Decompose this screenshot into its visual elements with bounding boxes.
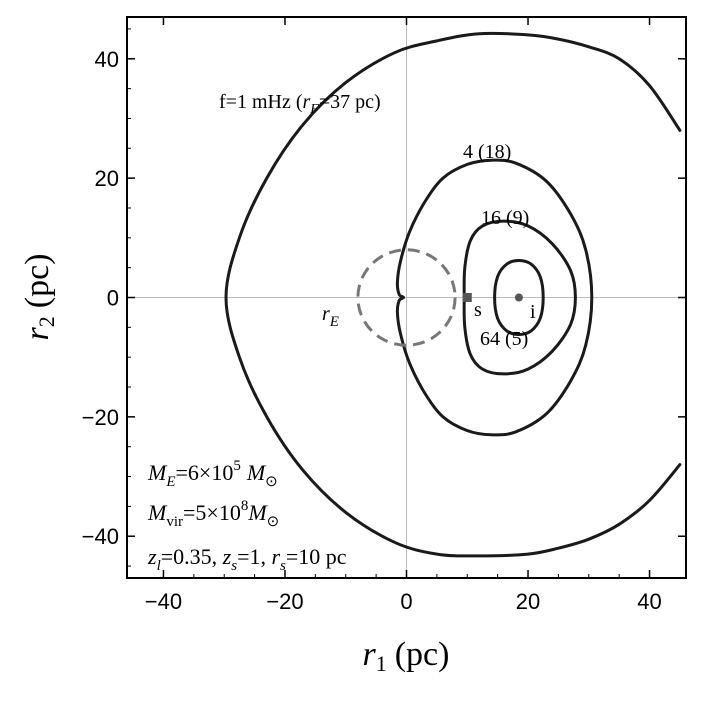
contour-64-label: 64 (5) <box>480 328 528 350</box>
f-contour-label: f=1 mHz (rF=37 pc) <box>219 91 381 117</box>
y-axis-title-sub: 2 <box>34 316 59 327</box>
param2-eq: =5×10 <box>183 500 241 525</box>
y-tick-label: 0 <box>107 286 119 311</box>
y-tick-label: 20 <box>95 166 119 191</box>
x-tick-label: −20 <box>266 589 303 614</box>
f-label-post: =37 pc) <box>319 91 381 113</box>
x-axis-title-main: r <box>363 636 377 673</box>
param3-zl-sub: l <box>157 558 161 574</box>
param3-zs: z <box>222 544 232 569</box>
param3-zl: z <box>147 544 157 569</box>
param1-unit-sub: ⊙ <box>265 474 278 490</box>
rE-sub: E <box>329 314 339 330</box>
y-axis-title: r2 (pc) <box>19 254 59 341</box>
f-label-r: r <box>302 91 310 113</box>
plot-frame <box>126 16 687 579</box>
param1-unit: M <box>246 460 267 485</box>
contour-4-label: 4 (18) <box>463 141 511 163</box>
param1-sup: 5 <box>233 458 241 474</box>
x-tick-label: 40 <box>637 589 661 614</box>
y-tick-label: −20 <box>82 405 119 430</box>
param3-zl-val: =0.35, <box>161 544 223 569</box>
markers <box>462 293 523 302</box>
x-tick-label: −40 <box>145 589 182 614</box>
param-mass-virial: Mvir=5×108M⊙ <box>147 498 279 530</box>
f-label-sub: F <box>309 102 319 117</box>
param3-rs-val: =10 pc <box>286 544 347 569</box>
contour-line-1 <box>395 158 594 437</box>
param2-sup: 8 <box>241 498 249 514</box>
y-tick-label: −40 <box>82 524 119 549</box>
param3-zs-sub: s <box>231 558 237 574</box>
param1-eq: =6×10 <box>176 460 234 485</box>
image-marker <box>514 293 523 302</box>
param3-rs: r <box>271 544 280 569</box>
ticks: −40 −20 0 20 40 −40 −20 0 20 40 <box>82 17 686 614</box>
x-axis-title-unit: (pc) <box>395 636 450 673</box>
param-redshifts: zl=0.35, zs=1, rs=10 pc <box>147 544 347 574</box>
einstein-ring-dashed <box>356 248 457 347</box>
x-tick-label: 0 <box>400 589 412 614</box>
x-axis-title-sub: 1 <box>376 651 387 676</box>
source-marker <box>462 293 472 302</box>
param2-unit-sub: ⊙ <box>267 514 280 530</box>
grid-lines <box>127 17 686 578</box>
x-axis-title: r1 (pc) <box>363 636 450 676</box>
image-label: i <box>530 301 536 323</box>
contour-16-label: 16 (9) <box>481 207 529 229</box>
y-axis-title-main: r <box>19 326 56 340</box>
contour-line-3 <box>493 259 545 336</box>
param3-zs-val: =1, <box>237 544 271 569</box>
contour-line-0 <box>224 31 682 558</box>
y-axis-title-unit: (pc) <box>19 254 56 309</box>
param1-m: M <box>147 460 168 485</box>
rE-r: r <box>322 303 330 325</box>
y-tick-label: 40 <box>95 47 119 72</box>
param2-unit: M <box>247 500 268 525</box>
f-label-pre: f=1 mHz ( <box>219 91 303 113</box>
series <box>224 31 682 558</box>
source-label: s <box>474 299 482 321</box>
param2-sub: vir <box>166 514 183 530</box>
param2-m: M <box>147 500 168 525</box>
einstein-radius-label: rE <box>322 303 339 330</box>
param1-sub: E <box>165 474 175 490</box>
param3-rs-sub: s <box>280 558 286 574</box>
x-tick-label: 20 <box>516 589 540 614</box>
contour-line-2 <box>462 219 577 376</box>
